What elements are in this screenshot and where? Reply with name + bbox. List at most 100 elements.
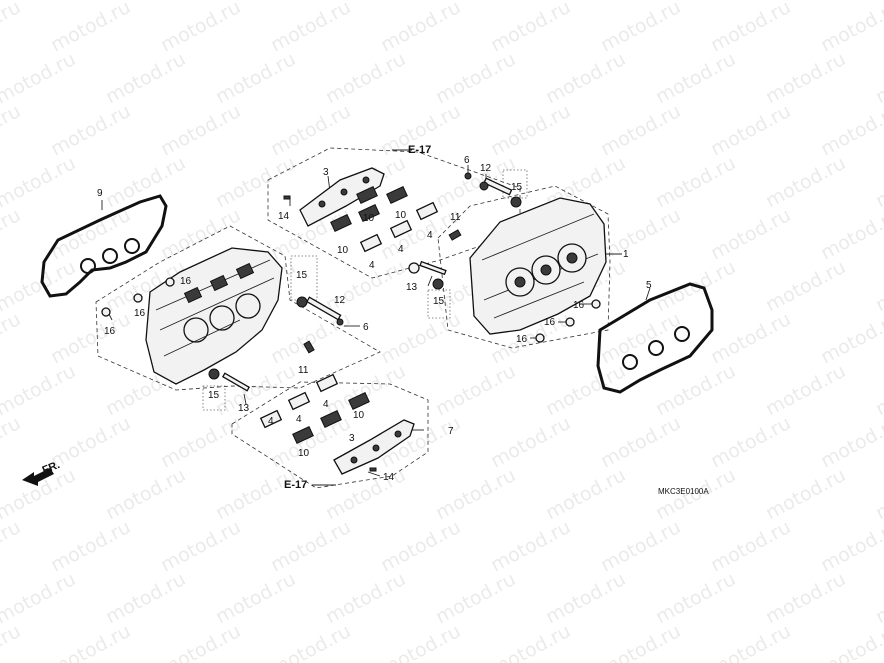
- watermark-text: motod.ru: [212, 48, 299, 108]
- part-label-10-a: 10: [363, 213, 375, 224]
- watermark-text: motod.ru: [47, 620, 134, 663]
- watermark-text: motod.ru: [267, 100, 354, 160]
- watermark-text: motod.ru: [102, 568, 189, 628]
- watermark-text: motod.ru: [377, 516, 464, 576]
- part-label-14-bottom: 14: [383, 472, 395, 483]
- watermark-text: motod.ru: [872, 568, 884, 628]
- watermark-text: motod.ru: [652, 48, 739, 108]
- watermark-text: motod.ru: [157, 620, 244, 663]
- part-label-10-e: 10: [298, 448, 310, 459]
- watermark-text: motod.ru: [47, 516, 134, 576]
- cylinder-head-cover-right: [469, 197, 607, 335]
- watermark-text: motod.ru: [377, 308, 464, 368]
- watermark-text: motod.ru: [322, 256, 409, 316]
- watermark-text: motod.ru: [817, 204, 884, 264]
- part-label-4-c: 4: [369, 260, 375, 271]
- watermark-text: motod.ru: [542, 568, 629, 628]
- cylinder-head-cover-left: [145, 247, 283, 385]
- part-label-4-e: 4: [296, 414, 302, 425]
- watermark-text: motod.ru: [102, 48, 189, 108]
- watermark-text: motod.ru: [762, 152, 849, 212]
- breather-plate-top: [299, 167, 385, 227]
- part-label-15-d: 15: [208, 390, 220, 401]
- watermark-text: motod.ru: [597, 0, 684, 56]
- watermark-text: motod.ru: [487, 100, 574, 160]
- hardware: [101, 172, 601, 472]
- reed-plates-bottom: [259, 373, 370, 444]
- watermark-text: motod.ru: [432, 360, 519, 420]
- watermark-text: motod.ru: [597, 308, 684, 368]
- watermark-text: motod.ru: [432, 48, 519, 108]
- part-label-16-b: 16: [134, 308, 146, 319]
- watermark-text: motod.ru: [487, 412, 574, 472]
- watermark-text: motod.ru: [707, 516, 794, 576]
- watermark-text: motod.ru: [487, 516, 574, 576]
- watermark-text: motod.ru: [0, 412, 24, 472]
- watermark-text: motod.ru: [817, 412, 884, 472]
- part-label-9: 9: [97, 188, 103, 199]
- watermark-text: motod.ru: [212, 464, 299, 524]
- watermark-text: motod.ru: [0, 568, 79, 628]
- gasket-left: [40, 194, 168, 298]
- watermark-text: motod.ru: [817, 308, 884, 368]
- watermark-text: motod.ru: [0, 256, 79, 316]
- watermark-text: motod.ru: [377, 620, 464, 663]
- watermark-text: motod.ru: [762, 48, 849, 108]
- watermark-text: motod.ru: [542, 464, 629, 524]
- part-label-6-mid: 6: [363, 322, 369, 333]
- watermark-text: motod.ru: [47, 308, 134, 368]
- watermark-text: motod.ru: [212, 568, 299, 628]
- watermark-text: motod.ru: [0, 360, 79, 420]
- part-label-11-top: 11: [450, 212, 461, 223]
- watermark-text: motod.ru: [872, 256, 884, 316]
- watermark-text: motod.ru: [817, 516, 884, 576]
- watermark-text: motod.ru: [267, 0, 354, 56]
- watermark-text: motod.ru: [597, 516, 684, 576]
- ref-e17-bottom: E-17: [284, 479, 307, 491]
- part-label-13-bottom: 13: [238, 403, 250, 414]
- watermark-text: motod.ru: [597, 620, 684, 663]
- part-label-14-top: 14: [278, 211, 290, 222]
- watermark-text: motod.ru: [0, 100, 24, 160]
- watermark-text: motod.ru: [762, 256, 849, 316]
- watermark-text: motod.ru: [157, 0, 244, 56]
- part-label-15-b: 15: [296, 270, 308, 281]
- watermark-text: motod.ru: [872, 152, 884, 212]
- watermark-text: motod.ru: [707, 204, 794, 264]
- ref-e17-top: E-17: [408, 144, 431, 156]
- gasket-right: [596, 282, 714, 394]
- part-label-6-top: 6: [464, 155, 470, 166]
- watermark-text: motod.ru: [707, 100, 794, 160]
- watermark-text: motod.ru: [762, 464, 849, 524]
- watermark-text: motod.ru: [0, 620, 24, 663]
- part-label-7: 7: [448, 426, 454, 437]
- part-label-10-b: 10: [395, 210, 407, 221]
- watermark-text: motod.ru: [212, 152, 299, 212]
- watermark-text: motod.ru: [0, 464, 79, 524]
- watermark-text: motod.ru: [0, 0, 24, 56]
- watermark-text: motod.ru: [652, 152, 739, 212]
- watermark-text: motod.ru: [157, 100, 244, 160]
- watermark-text: motod.ru: [597, 412, 684, 472]
- part-label-4-d: 4: [323, 399, 329, 410]
- watermark-text: motod.ru: [432, 152, 519, 212]
- watermark-text: motod.ru: [47, 100, 134, 160]
- watermark-text: motod.ru: [707, 412, 794, 472]
- watermark-text: motod.ru: [377, 0, 464, 56]
- part-label-12-top: 12: [480, 163, 492, 174]
- part-label-10-d: 10: [353, 410, 365, 421]
- watermark-text: motod.ru: [817, 620, 884, 663]
- watermark-text: motod.ru: [322, 48, 409, 108]
- watermark-text: motod.ru: [432, 464, 519, 524]
- watermark-text: motod.ru: [542, 48, 629, 108]
- watermark-text: motod.ru: [707, 620, 794, 663]
- watermark-text: motod.ru: [597, 100, 684, 160]
- part-label-16-d: 16: [573, 300, 585, 311]
- part-label-4-a: 4: [427, 230, 433, 241]
- part-label-16-a: 16: [180, 276, 192, 287]
- watermark-text: motod.ru: [487, 620, 574, 663]
- watermark-text: motod.ru: [0, 48, 79, 108]
- diagram-code: MKC3E0100A: [658, 487, 709, 496]
- watermark-text: motod.ru: [707, 308, 794, 368]
